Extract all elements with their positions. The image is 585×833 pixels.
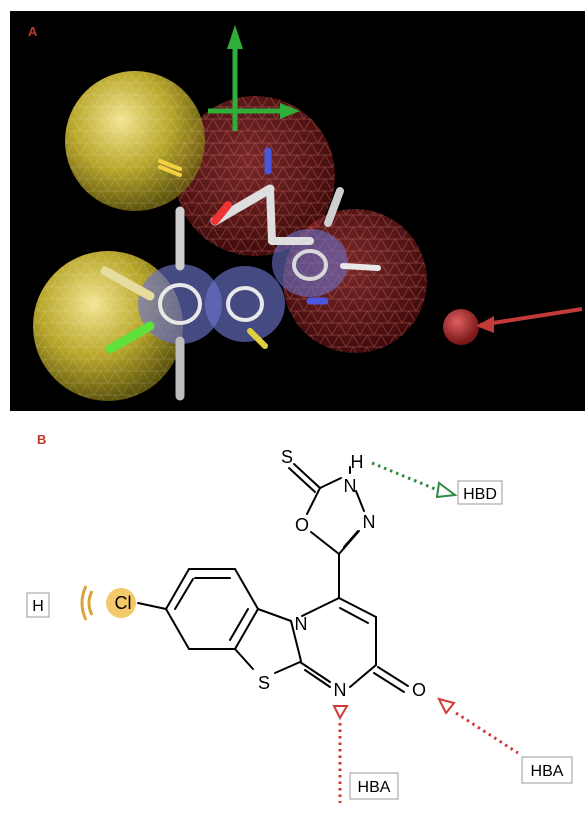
hydrophobic-interaction — [26, 585, 136, 621]
aromatic-ring-feature — [138, 229, 348, 344]
panel-label-a: A — [28, 24, 38, 39]
pharmacophore-3d-view: A — [10, 11, 585, 411]
atom-n-pyrimidine: N — [334, 680, 347, 700]
feature-label-hba-n: HBA — [358, 779, 391, 796]
hbd-vector-arrow — [208, 25, 300, 131]
hydrophobic-label-box — [26, 592, 50, 618]
pharmacophore-3d-canvas — [33, 25, 583, 401]
pharmacophore-2d-diagram: B — [0, 411, 585, 828]
ligand-sticks — [100, 147, 381, 401]
hbd-interaction — [371, 461, 503, 505]
hba-o-interaction — [437, 697, 573, 784]
hydrophobic-sphere-top — [65, 71, 205, 211]
molecule-bonds — [137, 463, 409, 693]
atom-nh-h: H — [351, 452, 364, 472]
hba-n-label-box — [349, 772, 399, 800]
hba-o-label-box — [521, 756, 573, 784]
panel-label-b: B — [37, 432, 47, 447]
hydrophobic-arc-icon — [87, 590, 94, 616]
hydrophobic-halo — [106, 588, 136, 618]
hba-n-interaction — [332, 705, 399, 803]
atom-o-carbonyl: O — [412, 680, 426, 700]
hba-vector-arrow — [443, 307, 583, 345]
feature-label-hydrophobic: H — [32, 598, 44, 615]
hbd-arrow-icon — [435, 481, 458, 499]
atom-n-bridge: N — [295, 614, 308, 634]
hba-o-arrow-icon — [437, 697, 456, 715]
hba-n-arrow-icon — [332, 705, 349, 721]
atom-s-thiazole: S — [258, 673, 270, 693]
atom-o-ring: O — [295, 515, 309, 535]
hbd-label-box — [457, 480, 503, 505]
atom-nh-n: N — [344, 476, 357, 496]
feature-label-hba-o: HBA — [531, 763, 564, 780]
atom-thione-s: S — [281, 447, 293, 467]
atom-n2: N — [363, 512, 376, 532]
molecule-structure: S H N N O Cl N S N O HBD HBA HBA H — [26, 447, 573, 803]
atom-cl: Cl — [115, 593, 132, 613]
feature-label-hbd: HBD — [463, 486, 497, 503]
